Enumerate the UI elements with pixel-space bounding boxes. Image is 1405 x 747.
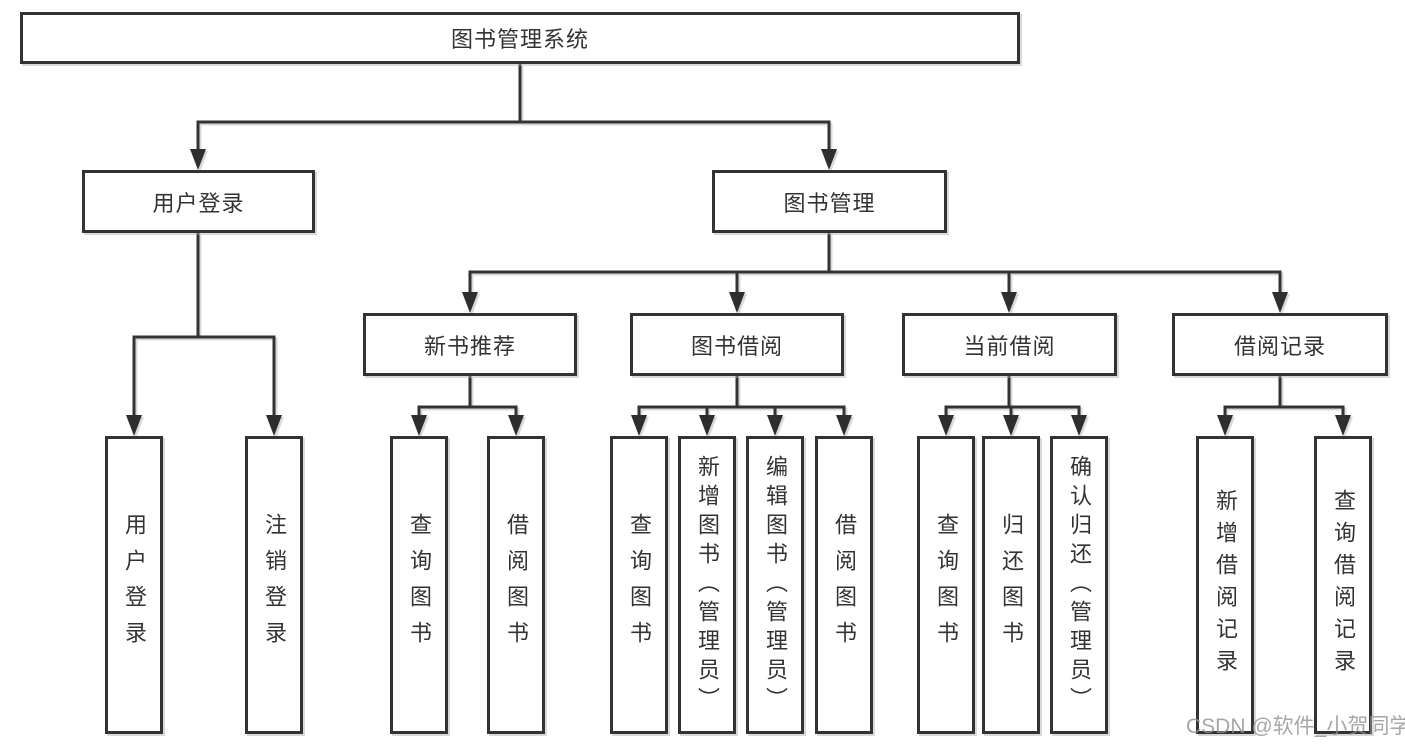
- node-label: 当前借阅: [963, 333, 1056, 359]
- arrowhead: [821, 149, 837, 170]
- arrowhead: [1001, 292, 1017, 313]
- leaf-label: 用户登录: [122, 513, 147, 657]
- connector-root-to-level2: [196, 64, 831, 152]
- node-new-book-recommend: 新书推荐: [363, 313, 577, 376]
- arrowhead: [462, 292, 478, 313]
- leaf-query-book-borrow: 查询图书: [610, 436, 668, 734]
- leaf-label: 借阅图书: [504, 513, 529, 657]
- arrowhead: [836, 415, 852, 436]
- node-current-borrow: 当前借阅: [902, 313, 1117, 376]
- arrowhead: [1217, 415, 1233, 436]
- leaf-label: 新增借阅记录: [1213, 489, 1238, 681]
- node-label: 图书管理系统: [450, 27, 589, 52]
- connector-book-borrow-to-leaves: [637, 376, 846, 418]
- arrowhead: [190, 149, 206, 170]
- leaf-label: 查询图书: [934, 513, 959, 657]
- node-label: 图书管理: [783, 190, 876, 216]
- leaf-label: 注销登录: [262, 513, 287, 657]
- leaf-confirm-return-admin: 确认归还（管理员）: [1050, 436, 1108, 734]
- arrowhead: [1335, 415, 1351, 436]
- leaf-query-borrow-record: 查询借阅记录: [1314, 436, 1372, 734]
- leaf-add-book-admin: 新增图书（管理员）: [678, 436, 736, 734]
- connector-borrow-record-to-leaves: [1223, 376, 1345, 418]
- leaf-label: 查询借阅记录: [1331, 489, 1356, 681]
- arrowhead: [767, 415, 783, 436]
- leaf-borrow-book-recommend: 借阅图书: [487, 436, 545, 734]
- leaf-label: 查询图书: [627, 513, 652, 657]
- node-label: 用户登录: [152, 190, 245, 216]
- connector-user-login-to-leaves: [132, 233, 276, 418]
- node-borrow-record: 借阅记录: [1172, 313, 1388, 376]
- arrowhead: [126, 415, 142, 436]
- leaf-return-book: 归还图书: [982, 436, 1040, 734]
- arrowhead: [938, 415, 954, 436]
- node-label: 新书推荐: [423, 333, 516, 359]
- arrowhead: [699, 415, 715, 436]
- node-book-management: 图书管理: [712, 170, 947, 233]
- arrowhead: [1272, 292, 1288, 313]
- leaf-label: 确认归还（管理员）: [1067, 454, 1092, 716]
- leaf-label: 新增图书（管理员）: [695, 454, 720, 716]
- leaf-borrow-book: 借阅图书: [815, 436, 873, 734]
- arrowhead: [508, 415, 524, 436]
- arrowhead: [729, 292, 745, 313]
- arrowhead: [631, 415, 647, 436]
- leaf-label: 编辑图书（管理员）: [763, 454, 788, 716]
- node-label: 借阅记录: [1233, 333, 1326, 359]
- leaf-label: 归还图书: [999, 513, 1024, 657]
- leaf-logout: 注销登录: [245, 436, 303, 734]
- connector-new-book-recommend-to-leaves: [417, 376, 518, 418]
- leaf-label: 借阅图书: [832, 513, 857, 657]
- arrowhead: [1003, 415, 1019, 436]
- leaf-edit-book-admin: 编辑图书（管理员）: [746, 436, 804, 734]
- leaf-user-login: 用户登录: [105, 436, 163, 734]
- connector-current-borrow-to-leaves: [944, 376, 1081, 418]
- node-book-borrow: 图书借阅: [630, 313, 844, 376]
- arrowhead: [1071, 415, 1087, 436]
- leaf-label: 查询图书: [407, 513, 432, 657]
- watermark: CSDN @软件_小贺同学: [1186, 715, 1405, 738]
- connector-book-management-to-level3: [468, 233, 1282, 295]
- leaf-query-book-current: 查询图书: [917, 436, 975, 734]
- arrowhead: [266, 415, 282, 436]
- leaf-add-borrow-record: 新增借阅记录: [1196, 436, 1254, 734]
- node-library-management-system: 图书管理系统: [20, 12, 1020, 64]
- arrowhead: [411, 415, 427, 436]
- node-user-login: 用户登录: [82, 170, 315, 233]
- node-label: 图书借阅: [690, 333, 783, 359]
- leaf-query-book-recommend: 查询图书: [390, 436, 448, 734]
